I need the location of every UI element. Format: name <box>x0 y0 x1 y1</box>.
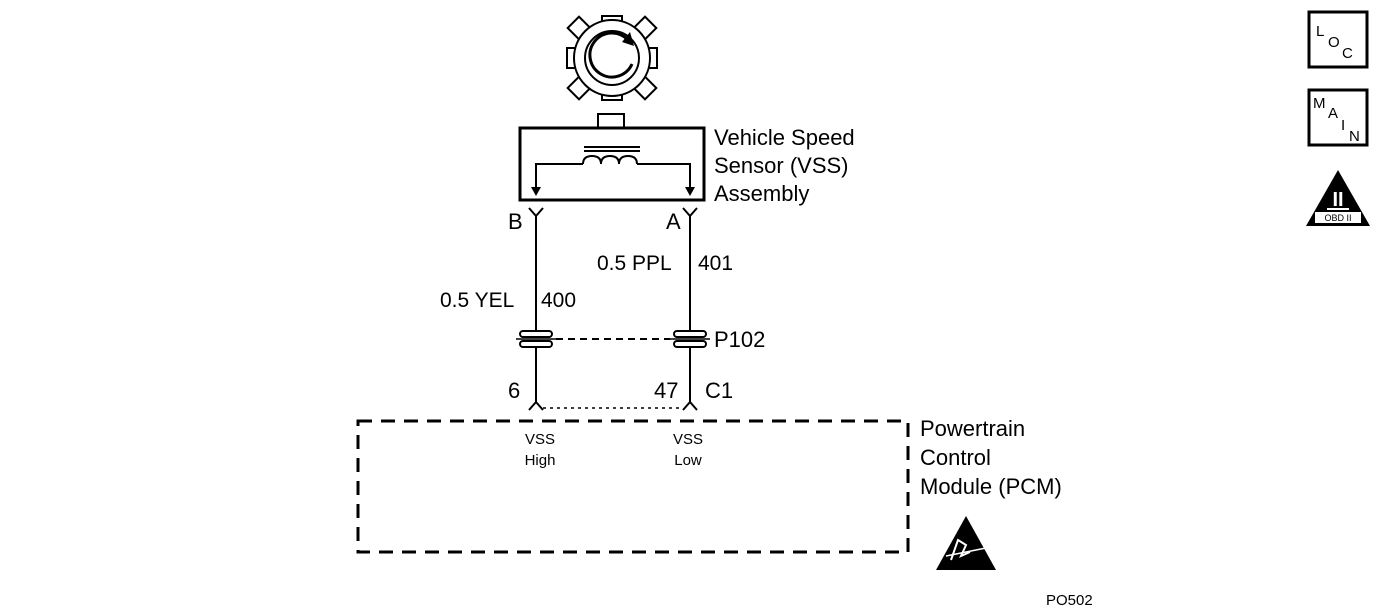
wire-right-circuit: 401 <box>698 252 733 275</box>
main-button[interactable]: M A I N <box>1307 88 1369 147</box>
esd-warning-icon <box>936 516 996 570</box>
main-letter-1: M <box>1313 95 1326 112</box>
sensor-name-line2: Sensor (VSS) <box>714 153 849 178</box>
pcm-name-line3: Module (PCM) <box>920 474 1062 499</box>
main-letter-4: N <box>1349 128 1360 145</box>
wire-left-spec: 0.5 YEL <box>440 289 514 312</box>
loc-letter-2: O <box>1328 34 1340 51</box>
pcm-left-signal-line2: High <box>525 452 556 469</box>
pcm-terminal-chevrons <box>528 400 698 411</box>
obd-caption: OBD II <box>1324 213 1351 223</box>
pcm-name-line2: Control <box>920 445 991 470</box>
figure-id: PO502 <box>1046 592 1093 609</box>
pcm-pin-left: 6 <box>508 378 520 403</box>
pcm-connector: C1 <box>705 378 733 403</box>
reluctor-wheel-icon <box>566 15 658 101</box>
loc-letter-1: L <box>1316 23 1324 40</box>
sensor-name-line1: Vehicle Speed <box>714 125 855 150</box>
connector-id: P102 <box>714 327 765 352</box>
vss-sensor-body <box>518 113 706 202</box>
pcm-box <box>356 419 910 554</box>
pcm-right-signal-line1: VSS <box>673 431 703 448</box>
main-letter-2: A <box>1328 105 1338 122</box>
inline-connector-p102 <box>516 330 710 348</box>
wire-left-circuit: 400 <box>541 289 576 312</box>
loc-letter-3: C <box>1342 45 1353 62</box>
pcm-pin-right: 47 <box>654 378 678 403</box>
main-letter-3: I <box>1341 117 1345 134</box>
pcm-left-signal-line1: VSS <box>525 431 555 448</box>
sensor-terminal-a: A <box>666 209 681 234</box>
pcm-name-line1: Powertrain <box>920 416 1025 441</box>
obd-numeral: II <box>1332 189 1343 211</box>
obd-ii-button[interactable]: II OBD II <box>1306 170 1370 226</box>
sensor-name-line3: Assembly <box>714 181 809 206</box>
sensor-terminal-b: B <box>508 209 523 234</box>
loc-button[interactable]: L O C <box>1307 10 1369 69</box>
pcm-right-signal-line2: Low <box>674 452 702 469</box>
wire-right-spec: 0.5 PPL <box>597 252 672 275</box>
